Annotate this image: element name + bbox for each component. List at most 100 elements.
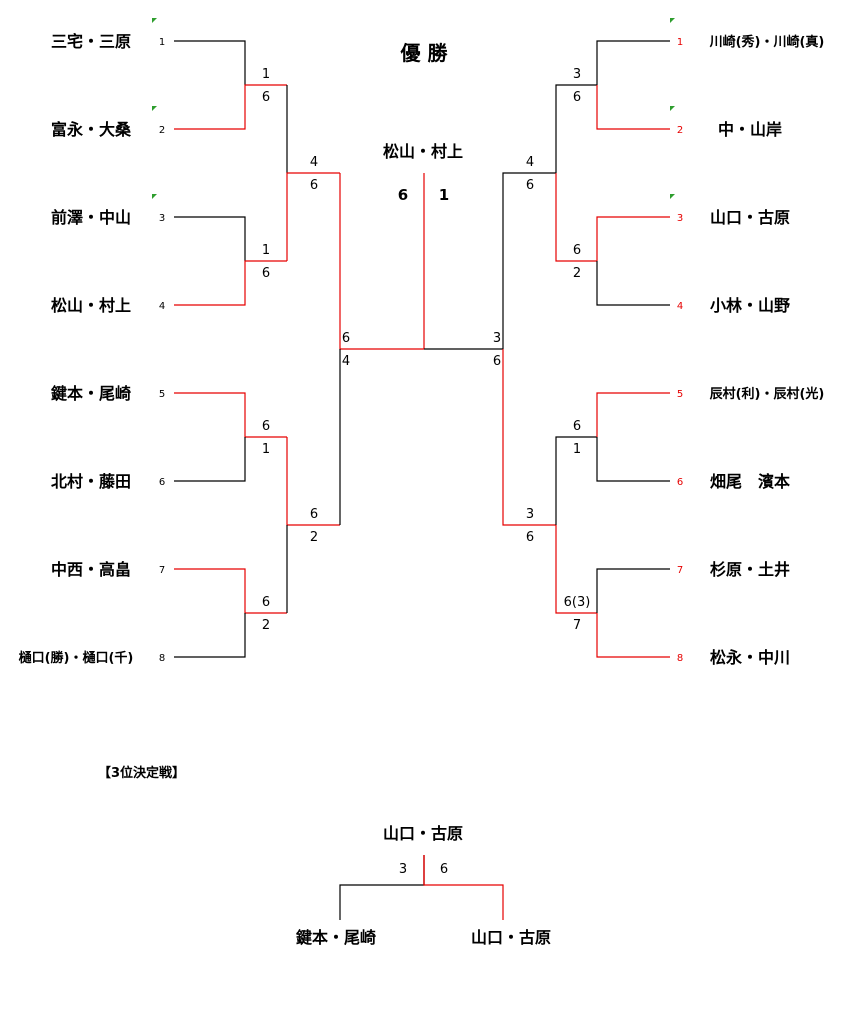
score: 1 bbox=[262, 67, 270, 82]
bracket-line bbox=[339, 173, 424, 350]
bracket-line bbox=[174, 392, 287, 438]
bracket-line bbox=[174, 260, 287, 306]
bracket-line bbox=[174, 568, 287, 614]
third-place-heading: 【3位決定戦】 bbox=[98, 765, 185, 781]
player-name: 三宅・三原 bbox=[51, 32, 131, 51]
bracket-line bbox=[423, 855, 504, 920]
bracket-line bbox=[596, 437, 670, 482]
third-place-match: 【3位決定戦】 山口・古原 3 6 鍵本・尾崎 山口・古原 bbox=[98, 765, 551, 947]
seed-number: 3 bbox=[159, 213, 165, 224]
left-scores: 1 6 1 6 6 1 6 2 4 6 6 2 6 4 bbox=[262, 67, 350, 633]
player-name: 畑尾 濱本 bbox=[710, 472, 790, 491]
score: 6(3) bbox=[564, 595, 591, 610]
score: 4 bbox=[310, 155, 318, 170]
score: 1 bbox=[573, 442, 581, 457]
player-name: 北村・藤田 bbox=[51, 472, 131, 491]
seed-number: 6 bbox=[159, 477, 165, 488]
corner-markers bbox=[152, 18, 675, 199]
bracket-line bbox=[555, 84, 597, 173]
score: 6 bbox=[262, 595, 270, 610]
bracket-title: 優 勝 bbox=[400, 41, 449, 65]
seed-number: 1 bbox=[159, 37, 165, 48]
seed-number: 5 bbox=[159, 389, 165, 400]
seed-number: 7 bbox=[159, 565, 165, 576]
seed-number: 8 bbox=[159, 653, 165, 664]
player-name: 山口・古原 bbox=[710, 208, 790, 227]
player-name: 小林・山野 bbox=[710, 296, 790, 315]
score: 7 bbox=[573, 618, 581, 633]
player-name: 鍵本・尾崎 bbox=[296, 928, 376, 947]
score: 6 bbox=[573, 419, 581, 434]
bracket-line bbox=[174, 216, 246, 261]
final-score-left: 6 bbox=[398, 186, 408, 204]
seed-number: 6 bbox=[677, 477, 683, 488]
right-scores: 3 6 6 2 6 1 6(3) 7 4 6 3 6 3 6 bbox=[493, 67, 590, 633]
marker-icon bbox=[152, 18, 157, 23]
bracket-line bbox=[174, 437, 246, 482]
player-name: 松永・中川 bbox=[710, 648, 790, 667]
final-score-right: 1 bbox=[439, 186, 449, 204]
bracket-line bbox=[502, 349, 556, 526]
seed-number: 2 bbox=[159, 125, 165, 136]
bracket-line bbox=[555, 173, 597, 262]
score: 6 bbox=[310, 507, 318, 522]
bracket-line bbox=[596, 261, 670, 306]
marker-icon bbox=[670, 194, 675, 199]
player-name: 辰村(利)・辰村(光) bbox=[710, 386, 825, 402]
bracket-line bbox=[555, 436, 597, 525]
score: 3 bbox=[399, 862, 407, 877]
left-players: 三宅・三原 1 富永・大桑 2 前澤・中山 3 松山・村上 4 鍵本・尾崎 5 … bbox=[19, 32, 166, 666]
player-name: 中西・高畠 bbox=[51, 560, 131, 579]
bracket-line bbox=[555, 525, 597, 614]
score: 2 bbox=[573, 266, 581, 281]
score: 6 bbox=[493, 354, 501, 369]
marker-icon bbox=[670, 106, 675, 111]
seed-number: 1 bbox=[677, 37, 683, 48]
bracket-line bbox=[174, 613, 246, 658]
seed-number: 5 bbox=[677, 389, 683, 400]
score: 2 bbox=[262, 618, 270, 633]
bracket-line bbox=[596, 85, 670, 130]
score: 6 bbox=[262, 90, 270, 105]
score: 6 bbox=[262, 419, 270, 434]
player-name: 鍵本・尾崎 bbox=[51, 384, 131, 403]
marker-icon bbox=[152, 194, 157, 199]
score: 4 bbox=[526, 155, 534, 170]
score: 6 bbox=[342, 331, 350, 346]
bracket-line bbox=[596, 613, 670, 658]
score: 4 bbox=[342, 354, 350, 369]
player-name: 中・山岸 bbox=[718, 120, 782, 139]
marker-icon bbox=[670, 18, 675, 23]
player-name: 山口・古原 bbox=[471, 928, 551, 947]
bracket-line bbox=[286, 172, 340, 261]
score: 6 bbox=[573, 90, 581, 105]
score: 1 bbox=[262, 243, 270, 258]
score: 6 bbox=[573, 243, 581, 258]
seed-number: 8 bbox=[677, 653, 683, 664]
seed-number: 3 bbox=[677, 213, 683, 224]
champion-name: 松山・村上 bbox=[383, 142, 463, 161]
score: 2 bbox=[310, 530, 318, 545]
bracket-line bbox=[174, 84, 287, 130]
score: 6 bbox=[526, 530, 534, 545]
score: 3 bbox=[526, 507, 534, 522]
right-players: 1 川崎(秀)・川崎(真) 2 中・山岸 3 山口・古原 4 小林・山野 5 辰… bbox=[677, 34, 825, 667]
player-name: 前澤・中山 bbox=[51, 208, 131, 227]
player-name: 松山・村上 bbox=[51, 296, 131, 315]
bracket-line bbox=[502, 172, 556, 349]
seed-number: 4 bbox=[159, 301, 165, 312]
score: 6 bbox=[526, 178, 534, 193]
bracket-lines bbox=[174, 40, 670, 920]
player-name: 樋口(勝)・樋口(千) bbox=[19, 650, 134, 666]
marker-icon bbox=[152, 106, 157, 111]
score: 6 bbox=[262, 266, 270, 281]
player-name: 杉原・土井 bbox=[710, 560, 790, 579]
bracket-line bbox=[596, 216, 670, 261]
seed-number: 2 bbox=[677, 125, 683, 136]
bracket-line bbox=[596, 392, 670, 437]
third-place-winner: 山口・古原 bbox=[383, 824, 463, 843]
score: 1 bbox=[262, 442, 270, 457]
bracket-line bbox=[596, 40, 670, 85]
seed-number: 4 bbox=[677, 301, 683, 312]
